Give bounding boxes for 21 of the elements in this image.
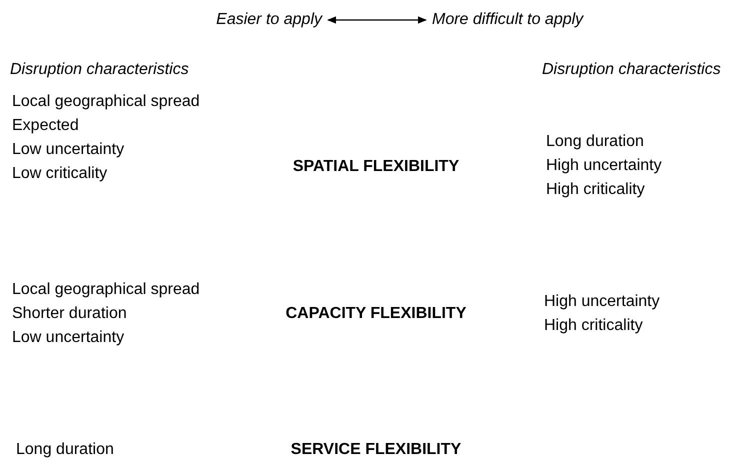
characteristic-text: Long duration: [546, 132, 644, 152]
column-heading: Disruption characteristics: [10, 60, 189, 80]
flexibility-type-label: SERVICE FLEXIBILITY: [290, 440, 462, 460]
characteristic-text: Low uncertainty: [12, 328, 124, 348]
characteristic-text: Local geographical spread: [12, 92, 200, 112]
characteristic-text: High uncertainty: [544, 292, 660, 312]
characteristic-text: Shorter duration: [12, 304, 127, 324]
characteristic-text: High criticality: [546, 180, 645, 200]
characteristic-text: Local geographical spread: [12, 280, 200, 300]
characteristic-text: Low criticality: [12, 164, 108, 184]
characteristic-text: Expected: [12, 116, 79, 136]
double-arrow: [327, 16, 427, 24]
flexibility-type-label: CAPACITY FLEXIBILITY: [286, 304, 466, 324]
characteristic-text: Long duration: [16, 440, 114, 460]
flexibility-type-label: SPATIAL FLEXIBILITY: [292, 157, 460, 177]
scale-end-label: More difficult to apply: [432, 10, 584, 30]
characteristic-text: Low uncertainty: [12, 140, 124, 160]
scale-end-label: Easier to apply: [216, 10, 322, 30]
characteristic-text: High uncertainty: [546, 156, 662, 176]
column-heading: Disruption characteristics: [542, 60, 721, 80]
characteristic-text: High criticality: [544, 316, 643, 336]
